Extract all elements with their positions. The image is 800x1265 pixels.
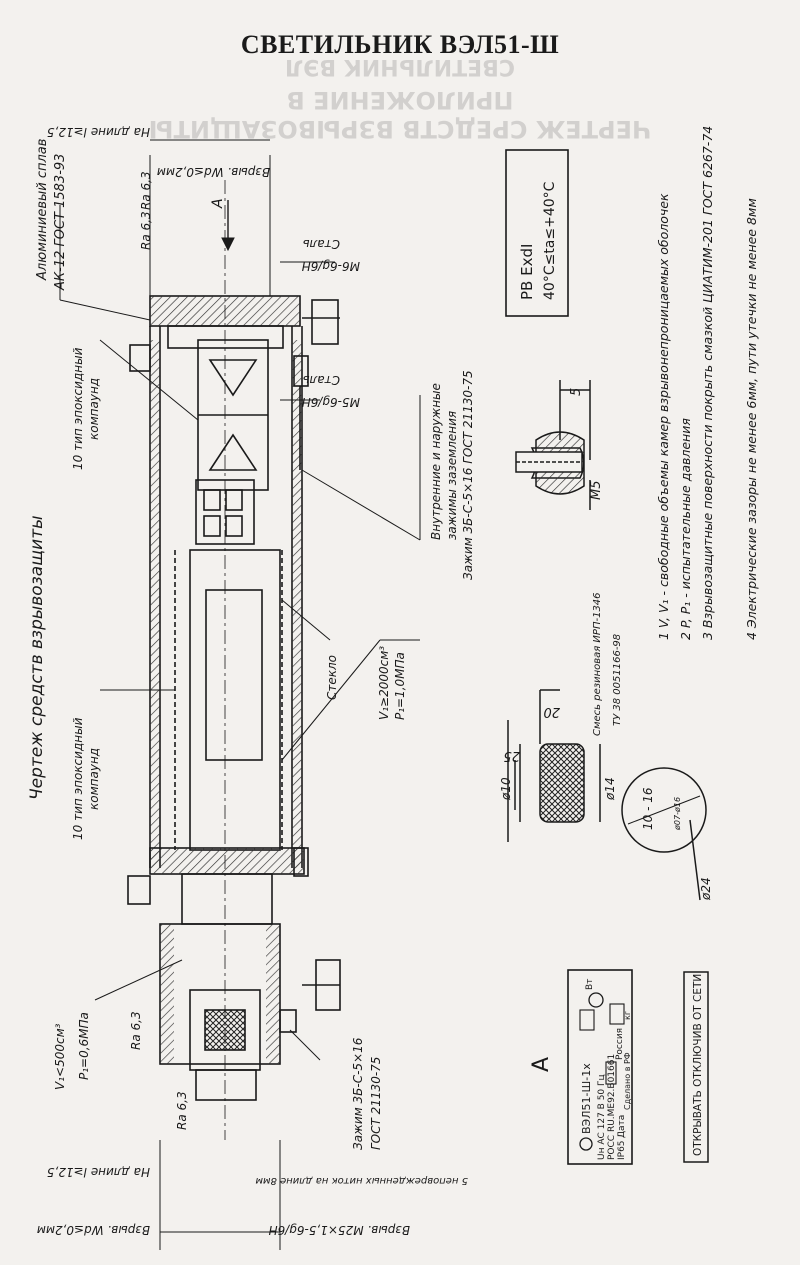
notes-block: 1 V, V₁ - свободные объемы камер взрывон… <box>656 126 759 640</box>
plate-kg: кг <box>623 1011 632 1020</box>
drawing-heading: Чертеж средств взрывозащиты <box>27 515 47 800</box>
note-1: 1 V, V₁ - свободные объемы камер взрывон… <box>656 193 671 640</box>
view-a-label: A <box>529 1057 554 1072</box>
seal-range-circle: 10 - 16 ø07-ø16 <box>621 767 707 853</box>
view-a-arrow <box>221 200 235 252</box>
lamp-assembly <box>127 180 341 1140</box>
bottom-clamp-label-1: Зажим 3Б-С-5×16 <box>351 1037 365 1150</box>
rubber-seal-detail <box>507 689 701 901</box>
ghost-line-1: ПРИЛОЖЕНИЕ В <box>286 86 513 114</box>
note-4: 4 Электрические зазоры не менее 6мм, пут… <box>744 198 759 640</box>
rubber-spec: ТУ 38 0051166-98 <box>612 634 623 726</box>
note-2: 2 P, P₁ - испытательные давления <box>678 418 693 640</box>
warning-plate: ОТКРЫВАТЬ ОТКЛЮЧИВ ОТ СЕТИ <box>683 971 709 1163</box>
volume-small-label: V₁<500см³ <box>53 1023 67 1090</box>
bleed-through-text: СВЕТИЛЬНИК ВЭЛ ПРИЛОЖЕНИЕ В ЧЕРТЕЖ СРЕДС… <box>149 54 652 143</box>
ra-label-b: Ra 6,3 <box>139 171 153 210</box>
ghost-line-2: ЧЕРТЕЖ СРЕДСТВ ВЗРЫВОЗАЩИТЫ <box>149 115 652 143</box>
dim-d14-label: ø14 <box>603 777 617 801</box>
plate-model: ВЭЛ51-Ш-1х <box>580 1063 593 1134</box>
plate-cert: РОСС RU.МЕ92.В01661 <box>607 1054 617 1160</box>
leader-lines <box>59 139 421 1250</box>
length-top-label: На длине l≥12,5 <box>47 125 150 139</box>
thread-bottom-label: Взрыв. М25×1,5-6g/6Н <box>269 1223 410 1237</box>
rating-plate: ВЭЛ51-Ш-1х Вт Uн АС 127 В 50 Гц РОСС RU.… <box>567 969 633 1165</box>
ghost-line-3: СВЕТИЛЬНИК ВЭЛ <box>285 54 515 79</box>
seal-range-label: 10 - 16 <box>641 787 655 830</box>
steel-label-1: Сталь <box>303 237 340 251</box>
ground-clamp-label-3: Зажим 3Б-С-5×16 ГОСТ 21130-75 <box>461 370 475 580</box>
ground-screw-detail <box>515 380 591 510</box>
ra-label-c: Ra 6,3 <box>129 1011 143 1050</box>
ground-clamp-label-2: зажимы заземления <box>445 411 459 540</box>
note-3: 3 Взрывозащитные поверхности покрыть сма… <box>700 126 715 640</box>
dim-d10-label: ø10 <box>499 777 513 801</box>
rubber-note: Смесь резиновая ИРП-1346 <box>592 592 603 736</box>
gap-top-label: Взрыв. Wd≤0,2мм <box>157 165 270 179</box>
compound-2-label-1: 10 тип эпоксидный <box>71 717 85 840</box>
dim-25-label: 25 <box>503 748 520 763</box>
pressure-main-label: P₁=1,0МПа <box>393 652 407 720</box>
dim-20-label: 20 <box>543 704 560 719</box>
view-a-top-letter: A <box>210 198 226 209</box>
marking-line-1: PB ExdI <box>518 244 536 300</box>
ra-label-a: Ra 6,3 <box>139 211 153 250</box>
compound-2-label-2: компаунд <box>87 748 101 810</box>
material-label-2: АК-12 ГОСТ 1583-93 <box>53 154 68 291</box>
plate-unit: Вт <box>585 979 595 990</box>
marking-box: PB ExdI 40°C≤ta≤+40°C <box>505 149 569 317</box>
ground-clamp-label-1: Внутренние и наружные <box>429 383 443 540</box>
page-title: СВЕТИЛЬНИК ВЭЛ51-Ш <box>240 30 560 59</box>
steel-label-2: Сталь <box>303 373 340 387</box>
material-label-1: Алюминиевый сплав <box>35 139 50 281</box>
threads-note: 5 неповрежденных ниток на длине 8мм <box>255 1175 468 1186</box>
plate-russia: Россия <box>615 1028 625 1060</box>
length-bottom-label: На длине l≥12,5 <box>47 1165 150 1179</box>
plate-ip: IP65 <box>617 1140 627 1160</box>
compound-1-label-1: 10 тип эпоксидный <box>71 347 85 470</box>
pressure-small-label: P₁=0,6МПа <box>77 1012 91 1080</box>
plate-specs: Uн АС 127 В 50 Гц <box>597 1074 607 1160</box>
glass-label: Стекло <box>325 655 339 700</box>
marking-line-2: 40°C≤ta≤+40°C <box>542 181 558 300</box>
gap-bottom-label: Взрыв. Wd≤0,2мм <box>37 1223 150 1237</box>
plate-made-in: Сделано в РФ <box>623 1052 632 1110</box>
warning-text: ОТКРЫВАТЬ ОТКЛЮЧИВ ОТ СЕТИ <box>692 974 704 1156</box>
thread-label-2: М5-6g/6Н <box>302 395 360 409</box>
seal-range-sub: ø07-ø16 <box>673 797 682 831</box>
volume-main-label: V₁≥2000см³ <box>377 646 391 720</box>
thread-label-1: М6-6g/6Н <box>302 259 360 273</box>
dim-m5-label: М5 <box>589 481 604 501</box>
dim-5-label: 5 <box>569 388 584 396</box>
bottom-clamp-label-2: ГОСТ 21130-75 <box>369 1057 383 1150</box>
ra-label-d: Ra 6,3 <box>175 1091 189 1130</box>
dim-d24-label: ø24 <box>699 877 713 901</box>
compound-1-label-2: компаунд <box>87 378 101 440</box>
plate-date: Дата <box>617 1115 627 1138</box>
